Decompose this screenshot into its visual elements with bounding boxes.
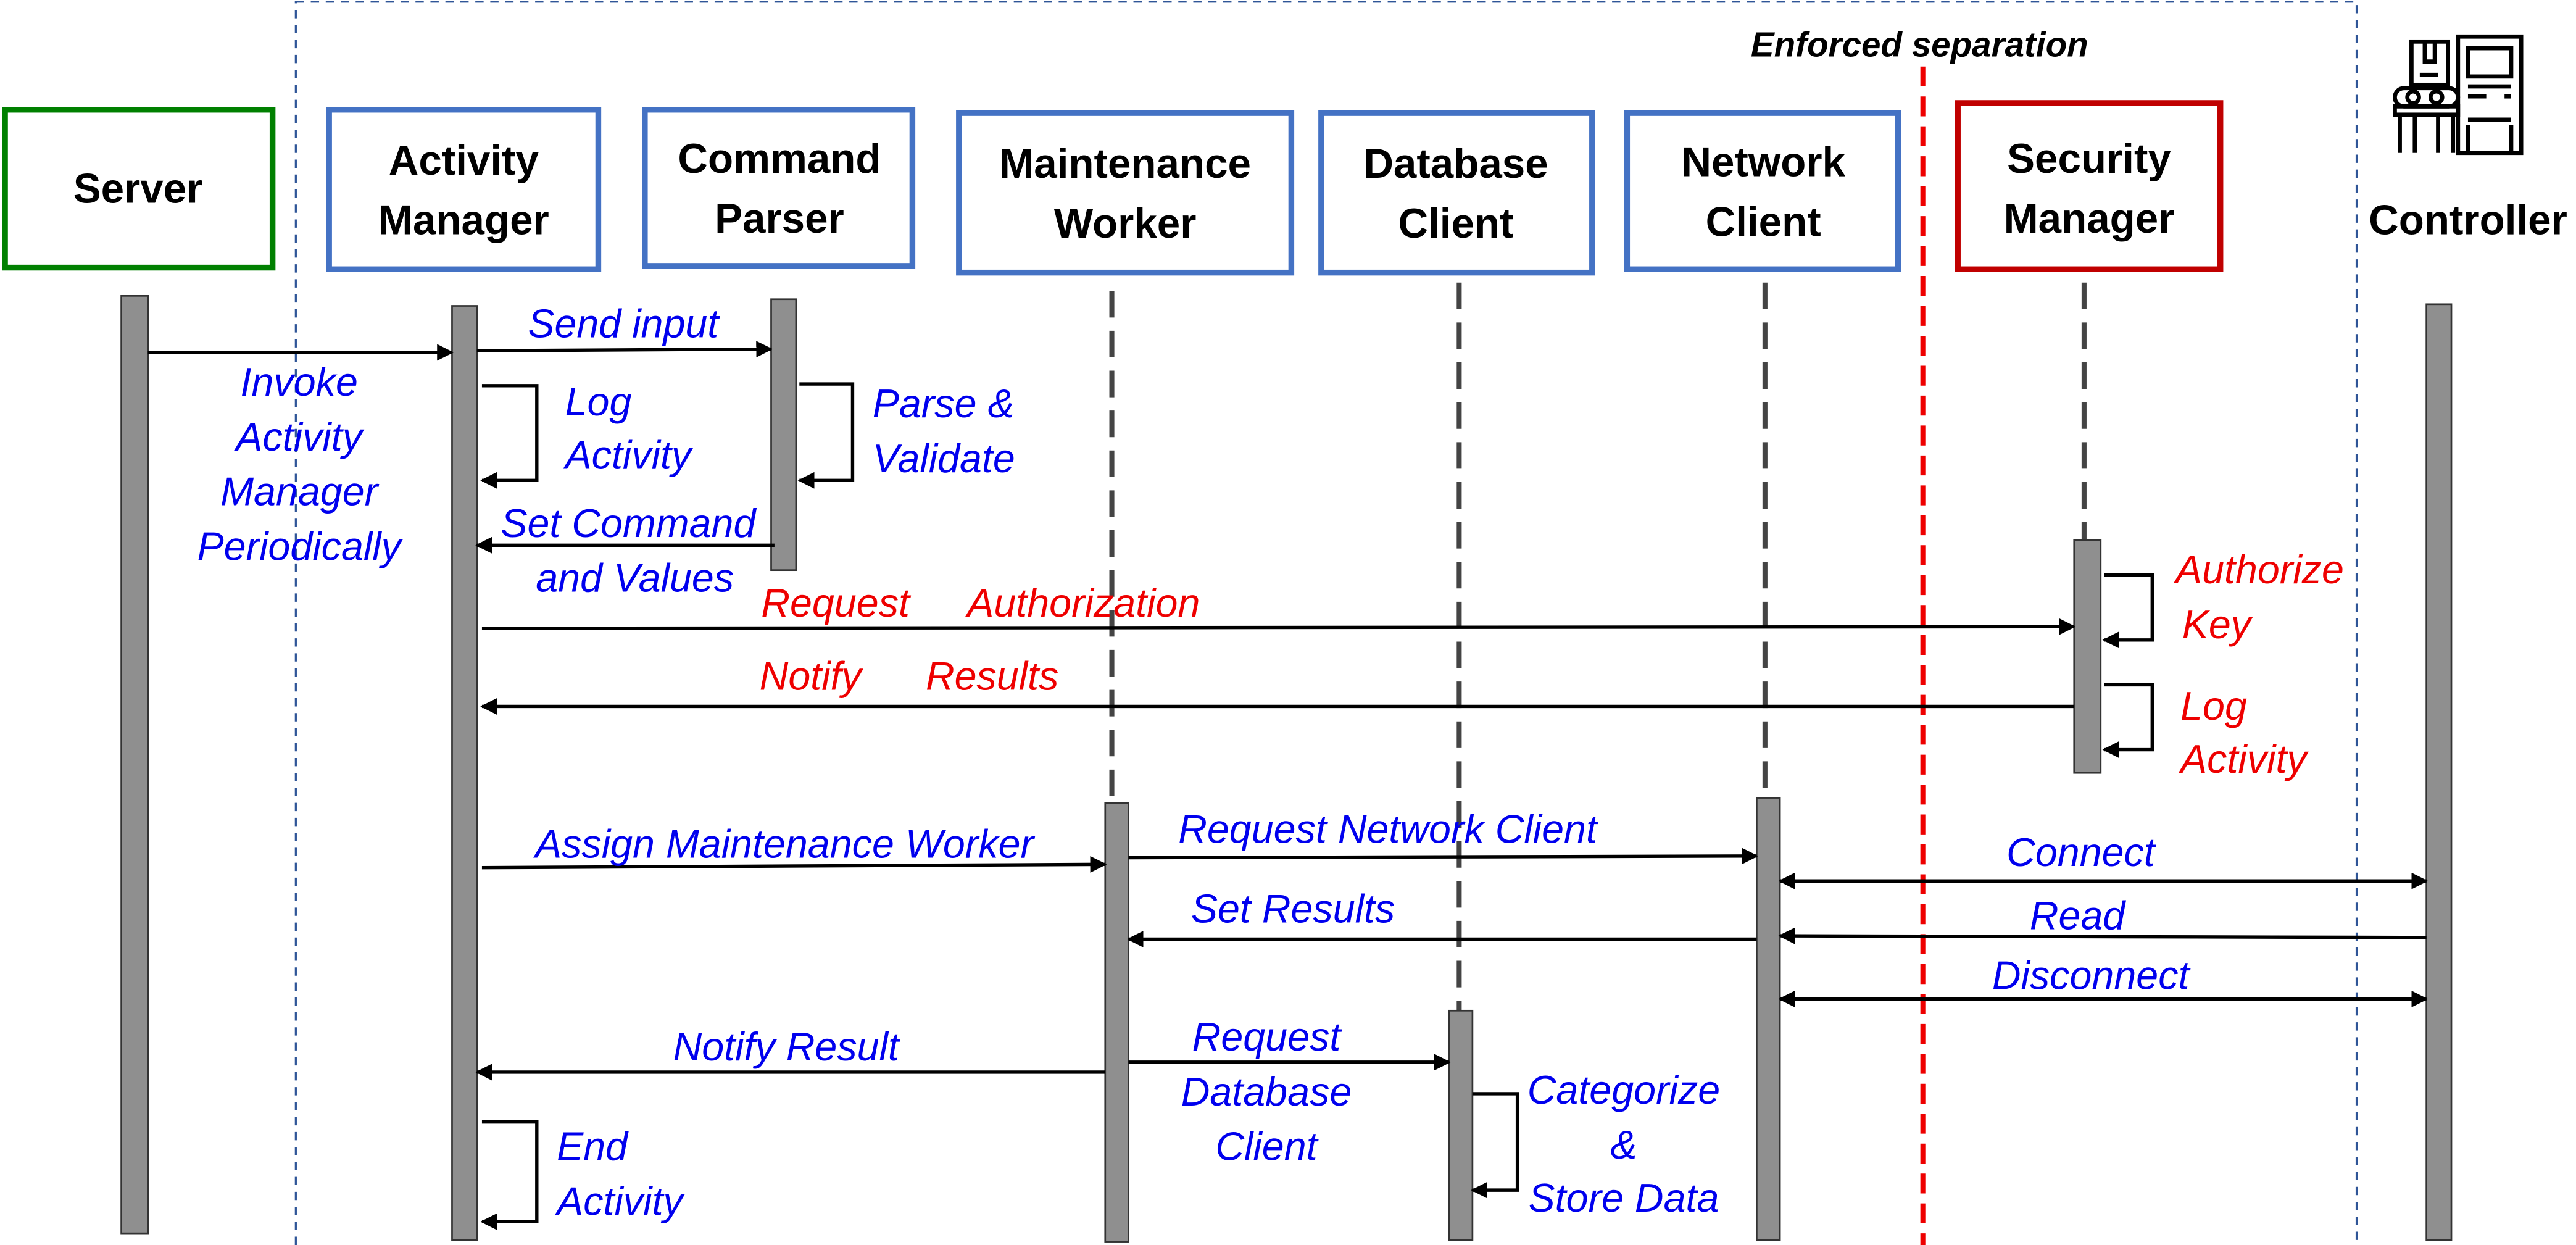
svg-text:Request: Request: [761, 581, 912, 625]
svg-text:Invoke: Invoke: [241, 360, 358, 404]
participant-label: Client: [1398, 201, 1513, 247]
enforced-separation-label: Enforced separation: [1751, 25, 2088, 64]
svg-text:Manager: Manager: [220, 470, 379, 514]
self-message-end-activity: End Activity: [480, 1120, 685, 1230]
self-message-sm-log-activity: Log Activity: [2102, 683, 2309, 781]
participant-label: Client: [1706, 199, 1821, 245]
svg-text:Key: Key: [2182, 602, 2253, 647]
participant-label: Server: [73, 166, 203, 212]
participant-label: Activity: [389, 138, 539, 184]
svg-text:Results: Results: [926, 654, 1058, 699]
industrial-machine-icon: [2393, 34, 2524, 156]
svg-text:Request: Request: [1192, 1015, 1343, 1059]
svg-text:Periodically: Periodically: [197, 525, 404, 569]
svg-text:Notify: Notify: [760, 654, 864, 699]
message-set-command: Set Command and Values: [475, 501, 775, 601]
message-request-database-client: Request Database Client: [1128, 1015, 1451, 1169]
svg-text:Request Network Client: Request Network Client: [1178, 807, 1599, 851]
svg-text:Connect: Connect: [2006, 830, 2157, 875]
message-set-results: Set Results: [1126, 887, 1757, 947]
svg-text:&: &: [1610, 1123, 1637, 1167]
self-message-categorize-store: Categorize & Store Data: [1471, 1068, 1720, 1220]
message-request-network-client: Request Network Client: [1128, 807, 1759, 865]
activation-network-client: [1756, 797, 1781, 1241]
message-request-authorization: Request Authorization: [481, 581, 2076, 635]
participant-label: Parser: [715, 196, 844, 242]
participant-network-client: Network Client: [1624, 110, 1901, 272]
participant-label: Command: [678, 136, 881, 182]
message-disconnect: Disconnect: [1778, 953, 2429, 1007]
svg-text:Disconnect: Disconnect: [1992, 953, 2192, 997]
svg-text:Authorization: Authorization: [965, 581, 1200, 625]
activation-database-client: [1448, 1009, 1474, 1241]
svg-text:Activity: Activity: [2178, 737, 2309, 781]
participant-label: Worker: [1054, 201, 1197, 247]
svg-text:Database: Database: [1181, 1070, 1352, 1114]
activation-security-manager: [2073, 539, 2102, 774]
participant-label: Database: [1363, 141, 1548, 187]
svg-text:Read: Read: [2030, 893, 2127, 938]
svg-text:End: End: [557, 1125, 629, 1169]
participant-label: Maintenance: [999, 141, 1251, 187]
svg-text:Activity: Activity: [554, 1180, 685, 1224]
activation-server: [120, 294, 149, 1235]
participant-command-parser: Command Parser: [642, 107, 916, 269]
participant-security-manager: Security Manager: [1955, 100, 2224, 272]
svg-text:Activity: Activity: [563, 433, 694, 477]
message-invoke-activity-manager: Invoke Activity Manager Periodically: [147, 344, 454, 569]
message-notify-result: Notify Result: [475, 1025, 1105, 1081]
svg-text:Log: Log: [2180, 684, 2247, 728]
participant-server: Server: [2, 107, 276, 271]
activation-command-parser: [770, 298, 797, 572]
self-message-authorize-key: Authorize Key: [2102, 548, 2344, 649]
svg-text:Authorize: Authorize: [2173, 548, 2344, 592]
activation-maintenance-worker: [1104, 802, 1129, 1243]
participant-database-client: Database Client: [1318, 110, 1595, 276]
message-send-input: Send input: [476, 302, 773, 358]
participant-activity-manager: Activity Manager: [326, 107, 602, 272]
participant-label: Security: [2007, 136, 2171, 182]
participant-label: Manager: [2004, 196, 2175, 242]
svg-text:Set Results: Set Results: [1191, 887, 1395, 931]
svg-text:Log: Log: [565, 380, 632, 424]
svg-text:Activity: Activity: [233, 415, 364, 459]
message-assign-maintenance-worker: Assign Maintenance Worker: [481, 822, 1107, 873]
activation-activity-manager: [451, 305, 478, 1241]
system-boundary: [294, 1, 2358, 1245]
svg-text:Set Command: Set Command: [501, 501, 757, 546]
participant-maintenance-worker: Maintenance Worker: [956, 110, 1295, 276]
self-message-log-activity: Log Activity: [480, 380, 694, 489]
svg-text:Categorize: Categorize: [1527, 1068, 1720, 1112]
activation-controller: [2425, 303, 2453, 1241]
svg-text:Client: Client: [1215, 1125, 1319, 1169]
svg-text:Validate: Validate: [873, 436, 1015, 481]
svg-text:Assign Maintenance Worker: Assign Maintenance Worker: [533, 822, 1035, 867]
message-connect: Connect: [1778, 830, 2429, 889]
participant-label: Network: [1681, 139, 1845, 185]
svg-text:Notify Result: Notify Result: [673, 1025, 901, 1069]
svg-text:and Values: and Values: [536, 556, 734, 601]
svg-text:Parse &: Parse &: [873, 381, 1015, 426]
svg-text:Store Data: Store Data: [1529, 1176, 1719, 1220]
message-notify-results: Notify Results: [480, 654, 2074, 715]
participant-label: Manager: [378, 198, 549, 244]
participant-label: Controller: [2369, 198, 2567, 244]
message-read: Read: [1778, 893, 2427, 944]
participant-controller: Controller: [2369, 34, 2567, 244]
self-message-parse-validate: Parse & Validate: [797, 381, 1015, 489]
svg-text:Send input: Send input: [528, 302, 720, 346]
